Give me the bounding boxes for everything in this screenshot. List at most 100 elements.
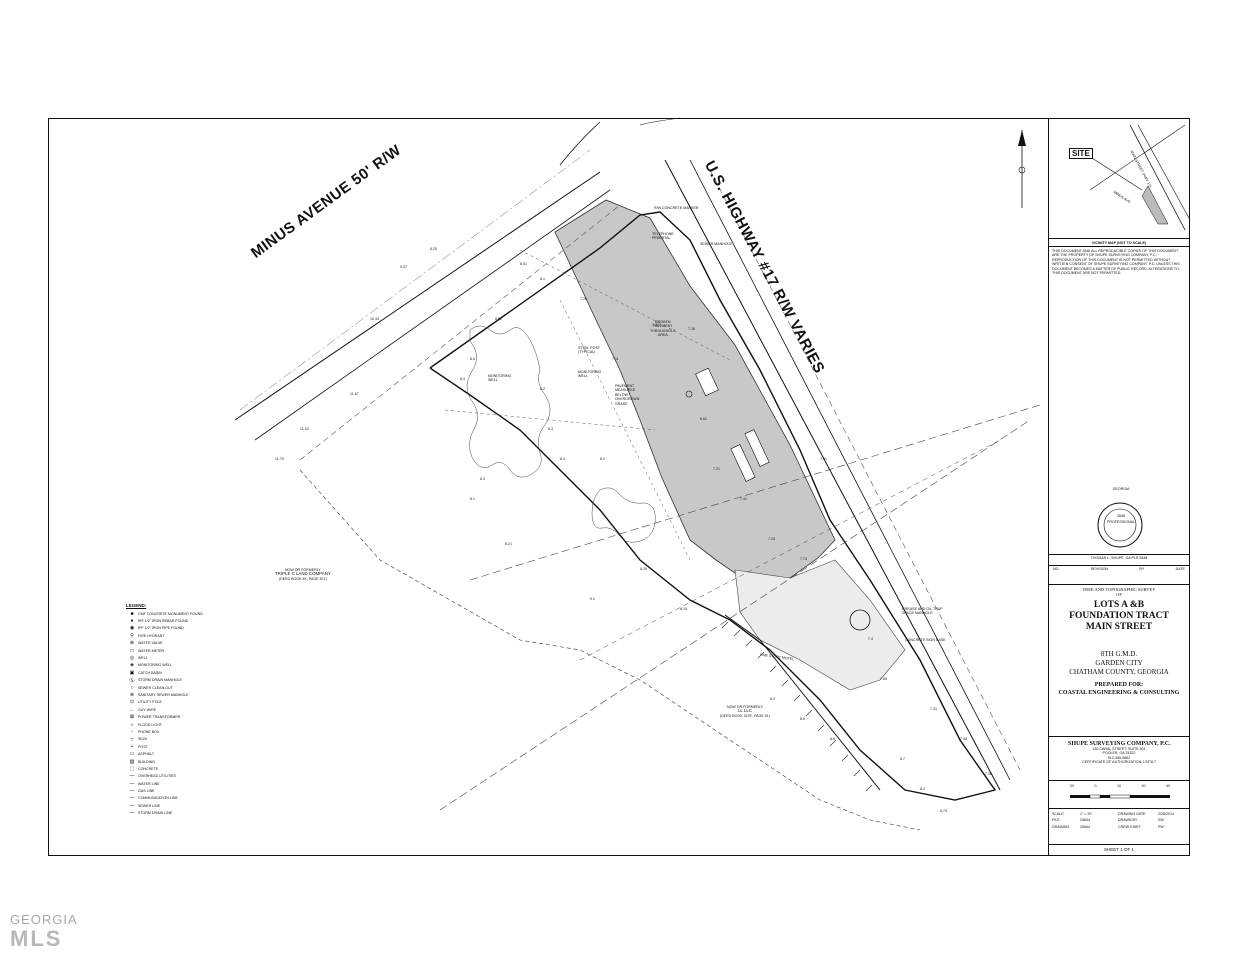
overhead-utility-1 [469,404,1041,581]
legend-symbol-icon: □ [130,647,134,654]
legend-item: ⚲FIRE HYDRANT [126,632,246,639]
svg-text:9.37: 9.37 [400,265,407,269]
owner-line: NOW OR FORMERLY [727,705,763,709]
svg-text:8.6: 8.6 [470,357,475,361]
svg-text:8.26: 8.26 [640,567,647,571]
legend-item: □ WATER METER [126,647,246,654]
legend-label: CMF CONCRETE MONUMENT FOUND [138,611,203,616]
legend-symbol-icon: — [129,795,135,802]
vicinity-caption: VICINITY MAP (NOT TO SCALE) [1049,238,1189,245]
legend-symbol-icon: — [129,773,135,780]
svg-text:8.4: 8.4 [560,457,565,461]
legend-item: ◈ MONITORING WELL [126,662,246,669]
legend-label: IRF 1/2" IRON REBAR FOUND [138,619,189,624]
legend-item: ⊙UTILITY POLE [126,699,246,706]
note-line: THROUGHOUT [650,328,676,333]
legend-symbol-icon: ⊠ [129,714,135,721]
legend-item: ▭ASPHALT [126,750,246,757]
legend-symbol-icon: ← [129,706,135,713]
minus-centerline [239,149,591,411]
seal-text-mid: PROFESSIONAL [1107,520,1135,524]
svg-text:9.2: 9.2 [590,597,595,601]
svg-text:8.8: 8.8 [830,737,835,741]
title-block: SITE MAIN STREET (HWY 17) MINUS AVE VICI… [1048,118,1190,856]
svg-text:8.74: 8.74 [940,809,947,813]
legend-symbol-icon: ◉ [129,625,135,632]
legend-symbol-icon: ■ [130,610,134,617]
svg-text:8.10: 8.10 [680,607,687,611]
interior-dash-3 [559,299,691,561]
svg-text:7.38: 7.38 [688,327,695,331]
legend-label: STORM DRAIN MANHOLE [138,678,182,683]
legend-label: PHONE BOX [138,729,160,734]
overhead-utility-2 [439,419,1031,811]
legend-symbol-icon: ◎ [129,655,135,662]
note-broken-pavement: BROKEN PAVEMENT THROUGHOUT AREA [650,320,676,338]
legend-item: ◎WELL [126,654,246,661]
svg-text:7.61: 7.61 [820,457,827,461]
note-monitoring-well-2: MONITORING WELL [578,370,601,379]
note-line: (TYPICAL) [578,350,596,355]
note-line: BROKEN [655,320,671,324]
legend-symbol-icon: — [129,810,135,817]
prepared-for: COASTAL ENGINEERING & CONSULTING [1058,690,1180,696]
legend-item: ◉IPF 1/2" IRON PIPE FOUND [126,625,246,632]
legend-label: WATER METER [138,648,165,653]
revision-col: NO. [1053,567,1060,571]
legend-symbol-icon: — [129,780,135,787]
scale-tick: 10 [1117,784,1121,788]
legend-item: —OVERHEAD UTILITIES [126,773,246,780]
location-county: CHATHAM COUNTY, GEORGIA [1069,668,1169,676]
svg-text:7.56: 7.56 [985,772,992,776]
info-cell: FILE [1052,818,1060,823]
legend-label: BUILDING [138,759,155,764]
survey-sheet-border [48,118,1190,856]
vicinity-site-label: SITE [1069,148,1093,159]
legend-label: COMMUNICATION LINE [138,796,178,801]
info-cell: 1" = 20' [1080,812,1093,816]
legend-label: POWER TRANSFORMER [138,715,181,720]
legend-label: FIRE HYDRANT [138,633,165,638]
note-line: WELL [488,378,498,383]
curb-arc [559,121,601,166]
svg-text:7.31: 7.31 [930,707,937,711]
note-line: MEASURED [615,388,636,393]
svg-text:7.32: 7.32 [652,323,659,327]
svg-text:7.25: 7.25 [768,537,775,541]
revision-col: REVISION [1090,567,1108,571]
svg-text:8.1: 8.1 [470,497,475,501]
legend-item: ⊛SANITARY SEWER MANHOLE [126,691,246,698]
property-boundary [429,211,997,801]
note-line: WELL [578,374,588,379]
legend-symbol-icon: Ⓢ [129,677,135,684]
legend-label: MONITORING WELL [138,663,173,668]
legend-label: POST [138,744,148,749]
legend-title: LEGEND: [126,603,147,608]
legend-symbol-icon: ◈ [130,662,134,669]
svg-text:11.67: 11.67 [350,392,359,396]
paved-area [554,199,836,581]
svg-text:8.2: 8.2 [770,697,775,701]
legend-symbol-icon: ● [130,618,134,625]
info-cell: PW [1158,824,1164,829]
legend-label: IPF 1/2" IRON PIPE FOUND [138,626,184,631]
prepared-for-label: PREPARED FOR: [1094,682,1144,688]
svg-text:7.21: 7.21 [713,467,720,471]
legend-label: WATER LINE [138,781,160,786]
structure-2 [744,429,770,467]
legend-label: WELL [138,656,148,661]
svg-text:7.74: 7.74 [800,557,807,561]
note-steel-post: STEEL POST (TYPICAL) [578,346,600,355]
legend-symbol-icon: • [131,743,133,750]
legend-item: —GAS LINE [126,787,246,794]
concrete-area [734,559,906,691]
note-line: GRASS [615,401,628,406]
legend-label: SEWER LINE [138,803,161,808]
svg-text:7.28: 7.28 [580,297,587,301]
minus-row-line-2 [254,189,611,441]
legend-label: CONCRETE [138,766,159,771]
svg-text:8.2: 8.2 [600,457,605,461]
surveyor-seal [1097,502,1143,548]
minus-edge-dash [299,204,621,461]
